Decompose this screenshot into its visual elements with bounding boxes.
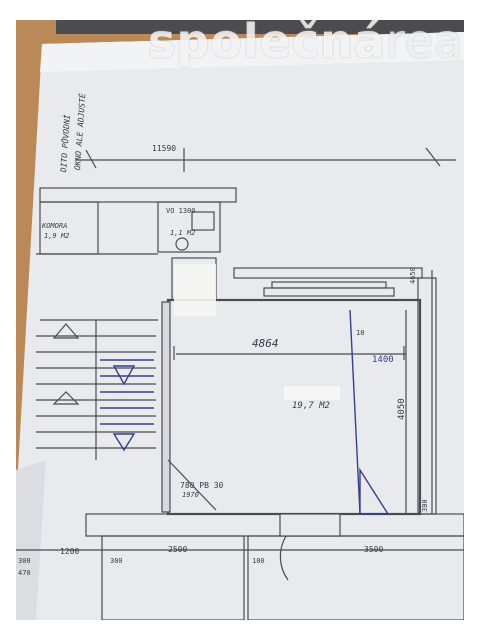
door-swing — [167, 459, 217, 511]
door-label: 780 PB 30 — [180, 481, 224, 490]
dim-left-label: 300 — [18, 557, 31, 565]
dim-300b-label: 300 — [110, 557, 123, 565]
dim-300-label: 300 — [421, 499, 429, 512]
pen-line — [349, 309, 361, 515]
floor-plan-photo: společnárealitní DITO PŮVODNÍ OKNO ALE A… — [16, 20, 464, 620]
dim-top-label: 11590 — [152, 144, 177, 153]
room-wc-area: 1,1 M2 — [170, 229, 196, 237]
dim-width-label: 4864 — [252, 337, 279, 350]
room-komora-area: 1,9 M2 — [44, 232, 70, 240]
dim-inner-label: 10 — [356, 329, 365, 337]
wall-top-row — [39, 187, 237, 203]
dim-3500-label: 3500 — [364, 545, 384, 554]
dim-height-label: 4050 — [397, 398, 407, 420]
door-bottom — [279, 513, 341, 537]
watermark-logo: společnárealitní — [148, 20, 464, 68]
dim-1200-label: 1200 — [60, 547, 80, 556]
floor-plan-drawing — [16, 20, 464, 620]
room-wc-label: VO 1300 — [166, 207, 196, 215]
dim-1400-label: 1400 — [372, 355, 394, 365]
room-komora-label: KOMORA — [42, 222, 68, 230]
dim-4650-label: 4650 — [409, 267, 417, 284]
room-main-area: 19,7 M2 — [292, 401, 330, 411]
paper-sheet — [16, 32, 464, 620]
dark-object — [56, 20, 464, 34]
dim-100-label: 100 — [252, 557, 265, 565]
dim-2500-label: 2500 — [168, 545, 188, 554]
dim-left-2-label: 470 — [18, 569, 31, 577]
door-label-2: 1970 — [182, 491, 199, 499]
wc-room — [157, 201, 221, 253]
tape-patch — [174, 264, 216, 316]
